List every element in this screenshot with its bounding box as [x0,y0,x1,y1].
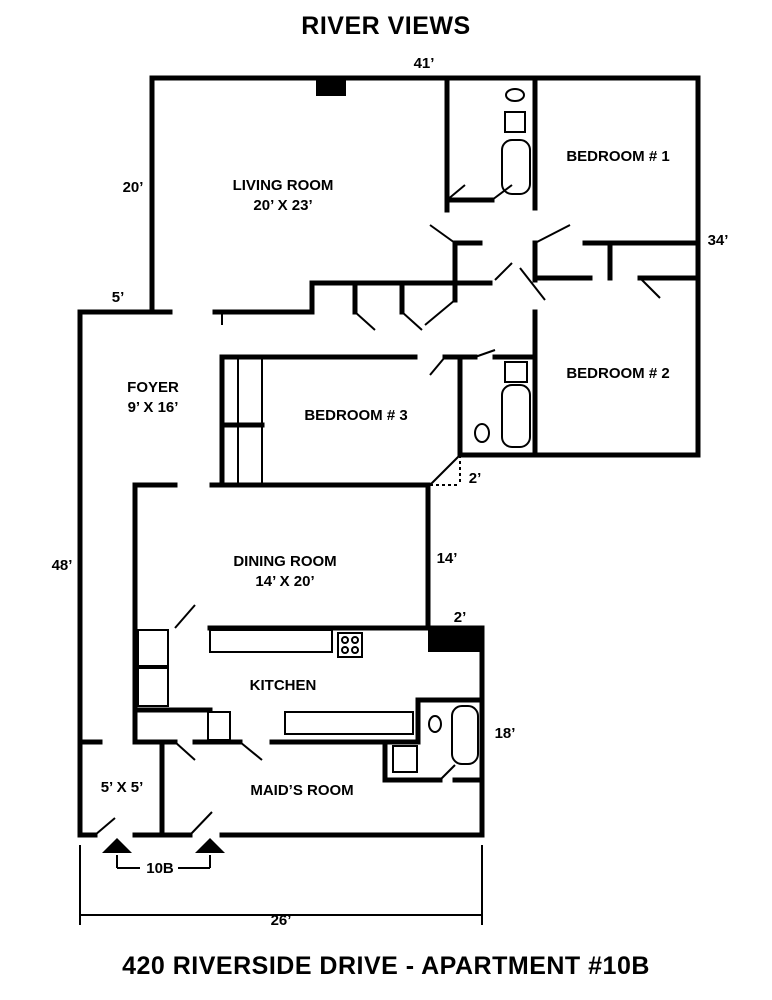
kitchen-cabinet-2 [137,667,169,707]
door-swing [429,224,456,244]
door-swing [491,184,513,201]
dim-foyer-step: 5’ [112,289,125,306]
door-swing [174,741,196,761]
door-swing [429,356,446,376]
door-swing [534,224,571,244]
chimney [428,628,482,652]
foyer-label: FOYER [127,379,179,396]
entry-arrow-2 [195,838,225,853]
dim-bottom-width: 26’ [271,912,292,929]
dim-dining-depth: 14’ [437,550,458,567]
door-swing [474,349,496,358]
wall-vestibule-left [77,739,98,838]
entry-label: 10B [146,860,174,877]
sink-2 [504,361,528,383]
door-swing [639,277,661,299]
sink-3 [392,745,418,773]
kitchen-cabinet [137,629,169,667]
door-swing [439,764,456,781]
toilet-2 [474,423,490,443]
wall-outer-top [149,75,701,458]
dim-top-width: 41’ [414,55,435,72]
bath-angle [429,454,461,486]
toilet-3 [428,715,442,733]
door-swing [494,262,513,281]
dim-bath-offset: 2’ [469,470,482,487]
bathtub-3 [451,705,479,765]
kitchen-counter [209,629,333,653]
dining-room-label: DINING ROOM [233,553,336,570]
toilet [505,88,525,102]
bedroom3-label: BEDROOM # 3 [304,407,407,424]
bedroom2-label: BEDROOM # 2 [566,365,669,382]
fireplace [316,78,346,96]
dim-right-depth: 34’ [708,232,729,249]
refrigerator [207,711,231,741]
vestibule-size: 5’ X 5’ [101,779,144,796]
door-swing [354,311,376,331]
dim-chimney: 2’ [454,609,467,626]
wall-maids-bath2 [382,739,443,783]
sink [504,111,526,133]
bathtub-2 [501,384,531,448]
entry-arrow [102,838,132,853]
dim-living-height: 20’ [123,179,144,196]
dining-room-size: 14’ X 20’ [255,573,314,590]
kitchen-counter-2 [284,711,414,735]
door-swing [94,817,116,836]
dim-left-length: 48’ [52,557,73,574]
plan-footer: 420 RIVERSIDE DRIVE - APARTMENT #10B [122,952,650,980]
stove [337,632,363,658]
plan-title: RIVER VIEWS [301,12,471,40]
kitchen-label: KITCHEN [250,677,317,694]
door-swing [174,604,196,629]
living-room-size: 20’ X 23’ [253,197,312,214]
bathtub [501,139,531,195]
door-swing [239,741,263,761]
door-swing [424,299,456,326]
living-room-label: LIVING ROOM [233,177,334,194]
bedroom1-label: BEDROOM # 1 [566,148,669,165]
maids-room-label: MAID’S ROOM [250,782,353,799]
door-swing [189,811,213,836]
door-swing [446,184,466,201]
door-swing [519,267,546,301]
door-swing [401,311,423,331]
foyer-size: 9’ X 16’ [128,399,179,416]
dim-maids-depth: 18’ [495,725,516,742]
